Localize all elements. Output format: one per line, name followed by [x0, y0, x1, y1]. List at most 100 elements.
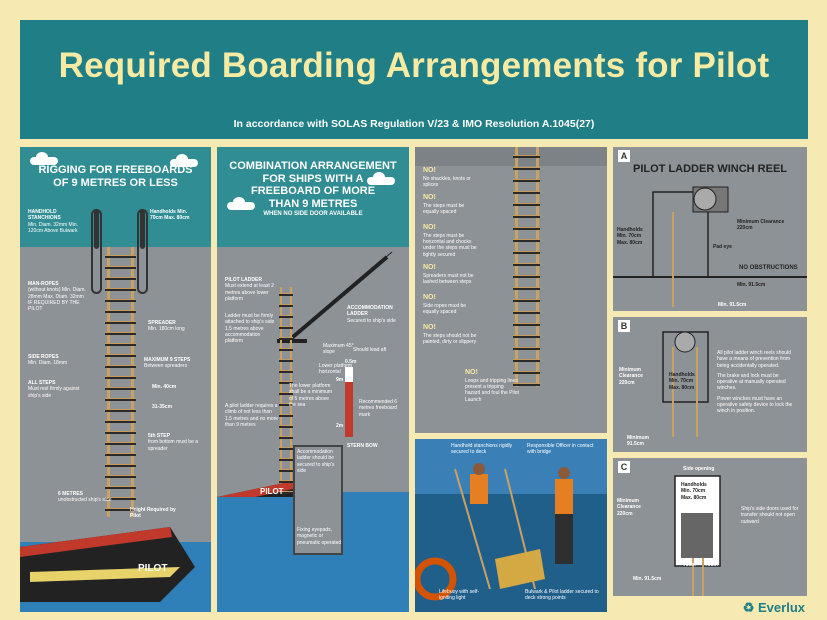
dimension-75b-label: 75cm: [705, 562, 718, 568]
ladder-step: [279, 491, 293, 494]
ladder-step: [513, 275, 540, 278]
ladder-step: [105, 398, 136, 401]
pilot-boat: [20, 527, 195, 602]
ladder-step: [105, 431, 136, 434]
ladder-step: [105, 464, 136, 467]
ladder-step: [105, 365, 136, 368]
page-title: Required Boarding Arrangements for Pilot: [58, 46, 770, 85]
ladder-step: [513, 359, 540, 362]
ladder-step: [105, 387, 136, 390]
ladder-step: [105, 343, 136, 346]
ladder-step: [513, 215, 540, 218]
side-opening-label: Side opening: [683, 466, 715, 472]
pad-eye-label: Pad eye: [713, 244, 732, 250]
ladder-step: [279, 480, 293, 483]
panel1-title: RIGGING FOR FREEBOARDS OF 9 METRES OR LE…: [20, 164, 211, 189]
fault-text: No shackles, knots or splices: [423, 175, 471, 188]
panel1-title-line2: OF 9 METRES OR LESS: [53, 176, 178, 189]
brand-name: Everlux: [758, 600, 805, 615]
ladder-step: [279, 403, 293, 406]
ladder-secured-text: Ladder must be firmly attached to ship's…: [225, 313, 275, 344]
gauge-2m-label: 2m: [336, 423, 344, 429]
ladder-step: [105, 420, 136, 423]
ladder-step: [105, 255, 136, 258]
ladder-step: [279, 370, 293, 373]
ladder-step: [279, 326, 293, 329]
fault-text: Side ropes must be equally spaced: [423, 302, 467, 315]
fault-no-label: NO!: [423, 224, 436, 231]
max-slope-text: Maximum 45° slope: [323, 343, 354, 356]
fault-text: The steps must be equally spaced: [423, 202, 465, 215]
ladder-step: [105, 321, 136, 324]
ladder-step: [513, 383, 540, 386]
side-rope-left: [107, 247, 110, 517]
ladder-step: [513, 347, 540, 350]
fault-text: Spreaders must not be lashed between ste…: [423, 272, 474, 285]
ladder-step: [105, 453, 136, 456]
fault-item: NO!Spreaders must not be lashed between …: [423, 264, 479, 285]
cloud-icon: [30, 152, 58, 165]
ladder-step: [279, 469, 293, 472]
panel-deck-scene: Handhold stanchions rigidly secured to d…: [415, 439, 607, 612]
panel-combination-arrangement: COMBINATION ARRANGEMENT FOR SHIPS WITH A…: [217, 147, 409, 612]
ladder-step: [279, 392, 293, 395]
ladder-step: [279, 425, 293, 428]
ladder-step: [105, 486, 136, 489]
fault-no-label: NO!: [423, 324, 436, 331]
side-door-note: Ship's side doors used for transfer shou…: [741, 506, 799, 525]
ladder-step: [513, 335, 540, 338]
cloud-icon: [227, 197, 255, 210]
step-spacing-text: 31-35cm: [152, 404, 173, 410]
recommended-freeboard-text: Recommended 6 metres freeboard mark: [359, 399, 398, 418]
inset-detail: [293, 445, 343, 555]
gauge-top-label: 0.5m: [345, 359, 357, 365]
height-text: Height Required by Pilot: [130, 507, 176, 520]
ladder-step: [279, 447, 293, 450]
lower-platform-text: Lower platform horizontal: [319, 363, 353, 376]
fault-no-label: NO!: [423, 194, 436, 201]
stanchion-left: [94, 209, 99, 249]
man-rope-left: [91, 209, 102, 294]
handholds-text: Handholds Min. 70cm Max. 80cm: [617, 227, 643, 246]
dimension-75-label: 75cm: [683, 562, 696, 568]
lead-aft-text: Should lead aft: [353, 347, 387, 353]
fault-text: The steps should not be painted, dirty o…: [423, 332, 477, 345]
page-subtitle: In accordance with SOLAS Regulation V/23…: [233, 118, 595, 130]
min40-text: Min. 40cm: [152, 384, 177, 390]
everlux-logo: ♻ Everlux: [742, 600, 805, 615]
lifebuoy-text: Lifebuoy with self-igniting light: [439, 589, 480, 602]
panel-letter-c: C: [618, 461, 630, 473]
ladder-step: [279, 304, 293, 307]
min-915-label: Min. 91.5cm: [737, 282, 766, 288]
side-rope-right: [536, 147, 539, 387]
ladder-step: [279, 315, 293, 318]
stern-bow-label: STERN BOW: [347, 443, 378, 449]
ladder-step: [279, 337, 293, 340]
bulwark-text: Bulwark & Pilot ladder secured to deck s…: [525, 589, 599, 602]
ladder-step: [513, 203, 540, 206]
ladder-step: [513, 299, 540, 302]
handholds-text: Handholds Min. 70cm Max. 80cm: [150, 209, 190, 222]
winch-reel-title: PILOT LADDER WINCH REEL: [633, 163, 787, 175]
winch-reel-drawing-b: [662, 331, 709, 437]
inset-text: Accommodation ladder should be secured t…: [297, 449, 335, 474]
cloud-icon: [367, 172, 395, 185]
ladder-step: [105, 310, 136, 313]
fault-item: NO!The steps must be equally spaced: [423, 194, 479, 215]
ladder-step: [513, 191, 540, 194]
fault-no-label: NO!: [423, 264, 436, 271]
panel-winch-reel-a: A PILOT LADDER WINCH REEL Handholds Min.…: [613, 147, 807, 311]
ladder-step: [513, 155, 540, 158]
ladder-step: [105, 442, 136, 445]
panel1-title-line1: RIGGING FOR FREEBOARDS: [38, 164, 193, 176]
ladder-step: [105, 288, 136, 291]
